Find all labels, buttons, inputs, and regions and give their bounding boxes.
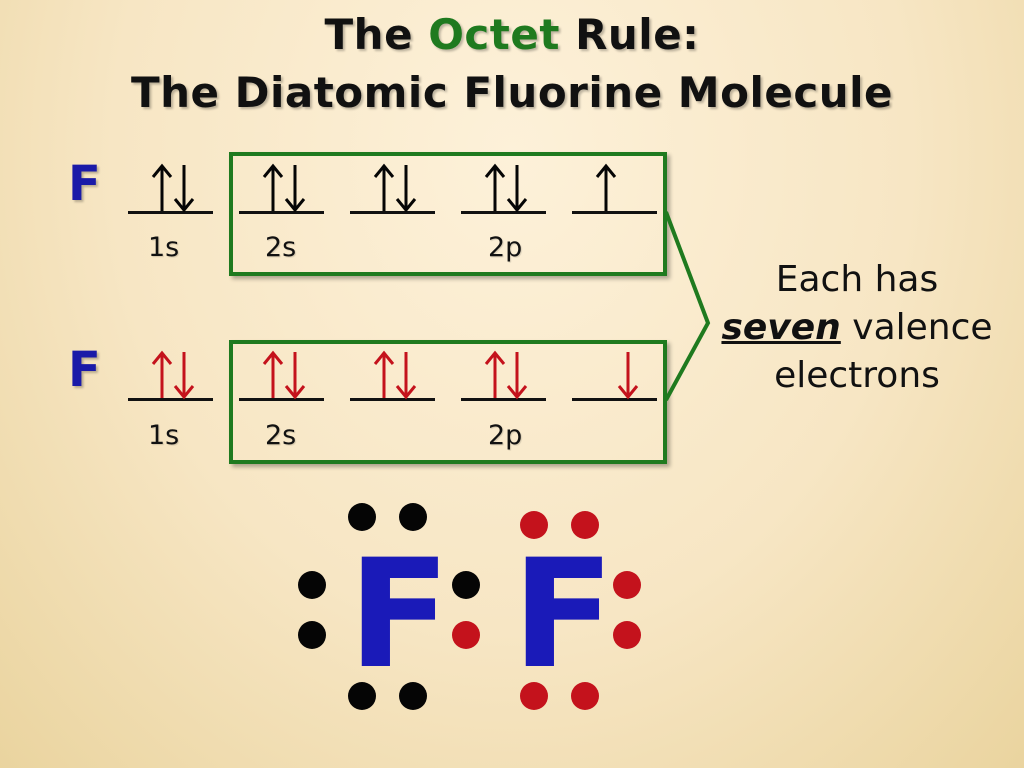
title-highlight-octet: Octet bbox=[428, 10, 560, 59]
title-prefix: The bbox=[324, 10, 414, 59]
atom2-symbol: F bbox=[68, 342, 101, 398]
lewis-dot-right-side-1 bbox=[613, 571, 641, 599]
atom1-symbol: F bbox=[68, 156, 101, 212]
atom2-orbital-line-4 bbox=[461, 398, 546, 401]
atom2-orbital-line-3 bbox=[350, 398, 435, 401]
atom2-electron-up-arrow-icon bbox=[484, 350, 506, 404]
callout-line-3: electrons bbox=[774, 355, 940, 396]
valence-callout: Each has seven valence electrons bbox=[716, 256, 998, 400]
lewis-dot-left-side-2 bbox=[298, 621, 326, 649]
atom2-electron-up-arrow-icon bbox=[262, 350, 284, 404]
lewis-dot-right-bottom-2 bbox=[571, 682, 599, 710]
atom2-orbital-line-2 bbox=[239, 398, 324, 401]
atom1-label-2p: 2p bbox=[488, 232, 523, 263]
lewis-dot-left-top-2 bbox=[399, 503, 427, 531]
lewis-dot-right-top-2 bbox=[571, 511, 599, 539]
atom2-orbital-line-1 bbox=[128, 398, 213, 401]
atom1-orbital-line-1 bbox=[128, 211, 213, 214]
lewis-dot-left-side-1 bbox=[298, 571, 326, 599]
lewis-dot-left-top-1 bbox=[348, 503, 376, 531]
lewis-dot-right-side-2 bbox=[613, 621, 641, 649]
atom1-electron-up-arrow-icon bbox=[484, 163, 506, 217]
atom1-orbital-line-4 bbox=[461, 211, 546, 214]
atom1-label-2s: 2s bbox=[265, 232, 297, 263]
atom2-label-2s: 2s bbox=[265, 420, 297, 451]
title-line-1: The Octet Rule: bbox=[0, 10, 1024, 59]
atom1-electron-down-arrow-icon bbox=[395, 163, 417, 217]
atom1-label-1s: 1s bbox=[148, 232, 180, 263]
lewis-dot-left-bottom-2 bbox=[399, 682, 427, 710]
atom1-orbital-line-2 bbox=[239, 211, 324, 214]
lewis-dot-shared-black bbox=[452, 571, 480, 599]
atom1-electron-up-arrow-icon bbox=[151, 163, 173, 217]
lewis-dot-right-top-1 bbox=[520, 511, 548, 539]
atom1-electron-down-arrow-icon bbox=[506, 163, 528, 217]
lewis-dot-right-bottom-1 bbox=[520, 682, 548, 710]
atom1-electron-up-arrow-icon bbox=[595, 163, 617, 217]
lewis-dot-left-bottom-1 bbox=[348, 682, 376, 710]
atom1-electron-up-arrow-icon bbox=[373, 163, 395, 217]
atom2-electron-up-arrow-icon bbox=[151, 350, 173, 404]
lewis-left-F: F bbox=[348, 528, 451, 702]
callout-line-2: seven valence bbox=[716, 304, 998, 352]
atom2-electron-down-arrow-icon bbox=[284, 350, 306, 404]
callout-valence: valence bbox=[852, 307, 993, 348]
atom2-orbital-line-5 bbox=[572, 398, 657, 401]
atom1-orbital-line-5 bbox=[572, 211, 657, 214]
atom2-label-1s: 1s bbox=[148, 420, 180, 451]
atom2-electron-down-arrow-icon bbox=[506, 350, 528, 404]
atom2-electron-down-arrow-icon bbox=[395, 350, 417, 404]
title-line-2: The Diatomic Fluorine Molecule bbox=[130, 68, 894, 117]
atom1-electron-down-arrow-icon bbox=[284, 163, 306, 217]
lewis-dot-shared-red bbox=[452, 621, 480, 649]
atom2-valence-box bbox=[229, 340, 667, 464]
callout-emph-seven: seven bbox=[721, 307, 841, 348]
lewis-right-F: F bbox=[512, 528, 615, 702]
atom2-label-2p: 2p bbox=[488, 420, 523, 451]
atom2-electron-up-arrow-icon bbox=[373, 350, 395, 404]
atom2-electron-down-arrow-icon bbox=[617, 350, 639, 404]
atom1-orbital-line-3 bbox=[350, 211, 435, 214]
atom2-electron-down-arrow-icon bbox=[173, 350, 195, 404]
atom1-electron-down-arrow-icon bbox=[173, 163, 195, 217]
title-suffix: Rule: bbox=[575, 10, 700, 59]
callout-line-1: Each has bbox=[775, 259, 939, 300]
atom1-electron-up-arrow-icon bbox=[262, 163, 284, 217]
